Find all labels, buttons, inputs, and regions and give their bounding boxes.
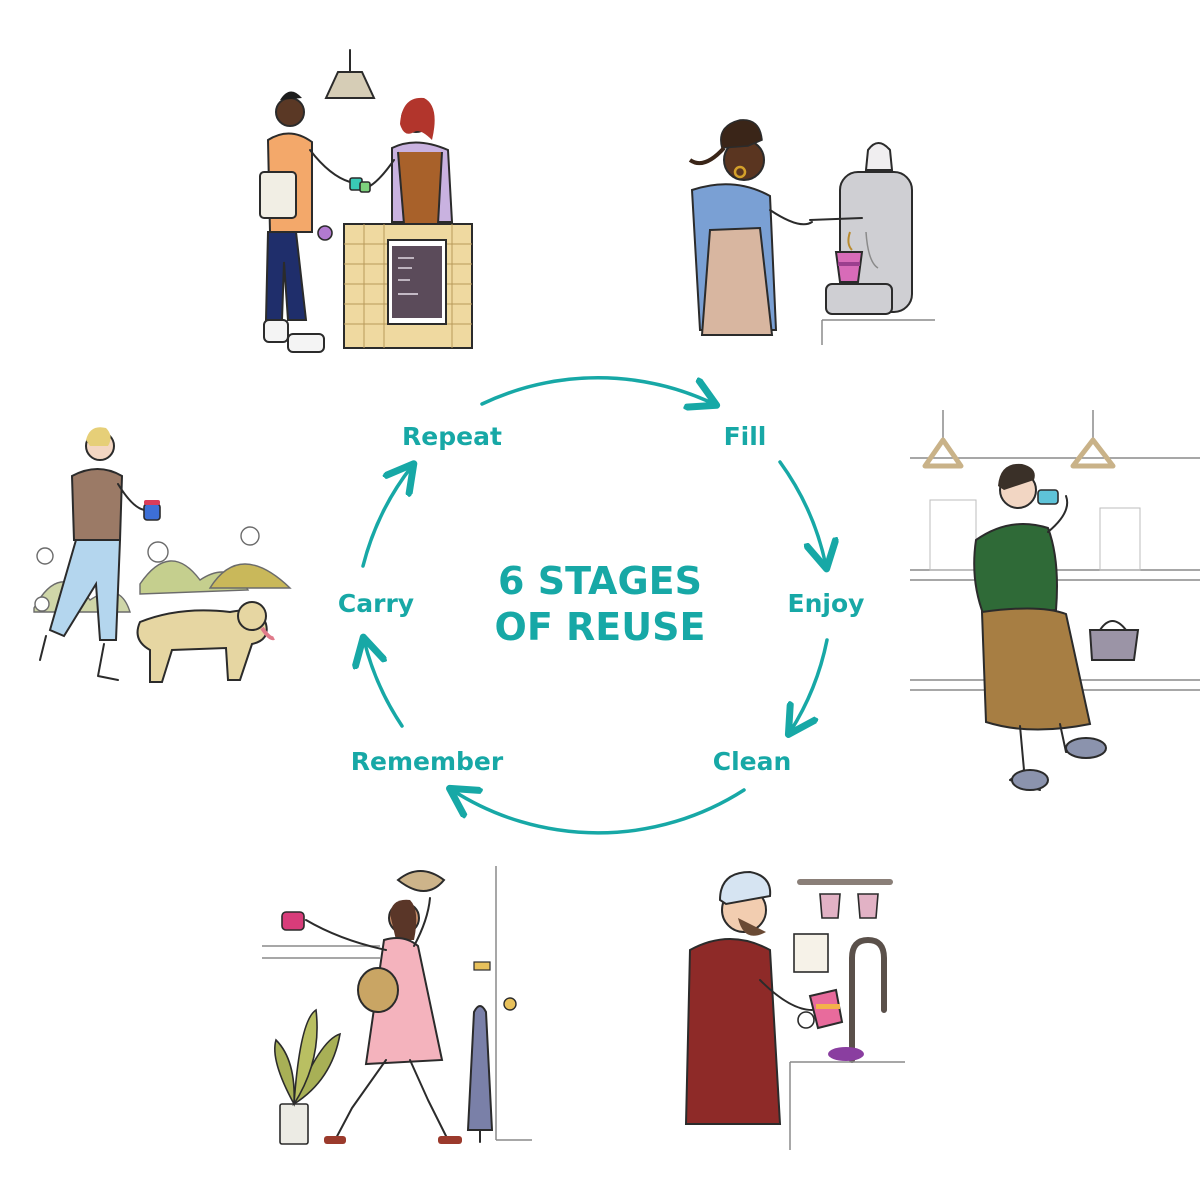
arrow-clean-to-remember <box>452 790 746 835</box>
stage-label-enjoy: Enjoy <box>788 589 865 618</box>
woman-leaving-home-with-cup-icon <box>262 866 532 1145</box>
people-exchanging-cup-at-counter-icon <box>259 49 473 353</box>
barista-filling-cup-icon <box>688 119 935 345</box>
arrow-carry-to-repeat <box>361 466 412 568</box>
center-title-line2: OF REUSE <box>495 605 706 649</box>
cycle-arrows <box>361 376 829 835</box>
arrow-remember-to-carry <box>364 640 404 728</box>
center-title-line1: 6 STAGES <box>498 559 702 603</box>
stage-label-remember: Remember <box>351 747 504 776</box>
stage-label-carry: Carry <box>338 589 414 618</box>
arrow-fill-to-enjoy <box>778 460 826 566</box>
woman-walking-dog-with-cup-icon <box>33 427 292 683</box>
stage-label-fill: Fill <box>724 422 767 451</box>
arrow-repeat-to-fill <box>480 376 714 404</box>
arrow-enjoy-to-clean <box>790 638 829 732</box>
man-washing-cup-at-sink-icon <box>684 870 905 1150</box>
stage-label-repeat: Repeat <box>402 422 502 451</box>
commuter-drinking-on-train-icon <box>910 410 1200 791</box>
stage-label-clean: Clean <box>713 747 792 776</box>
